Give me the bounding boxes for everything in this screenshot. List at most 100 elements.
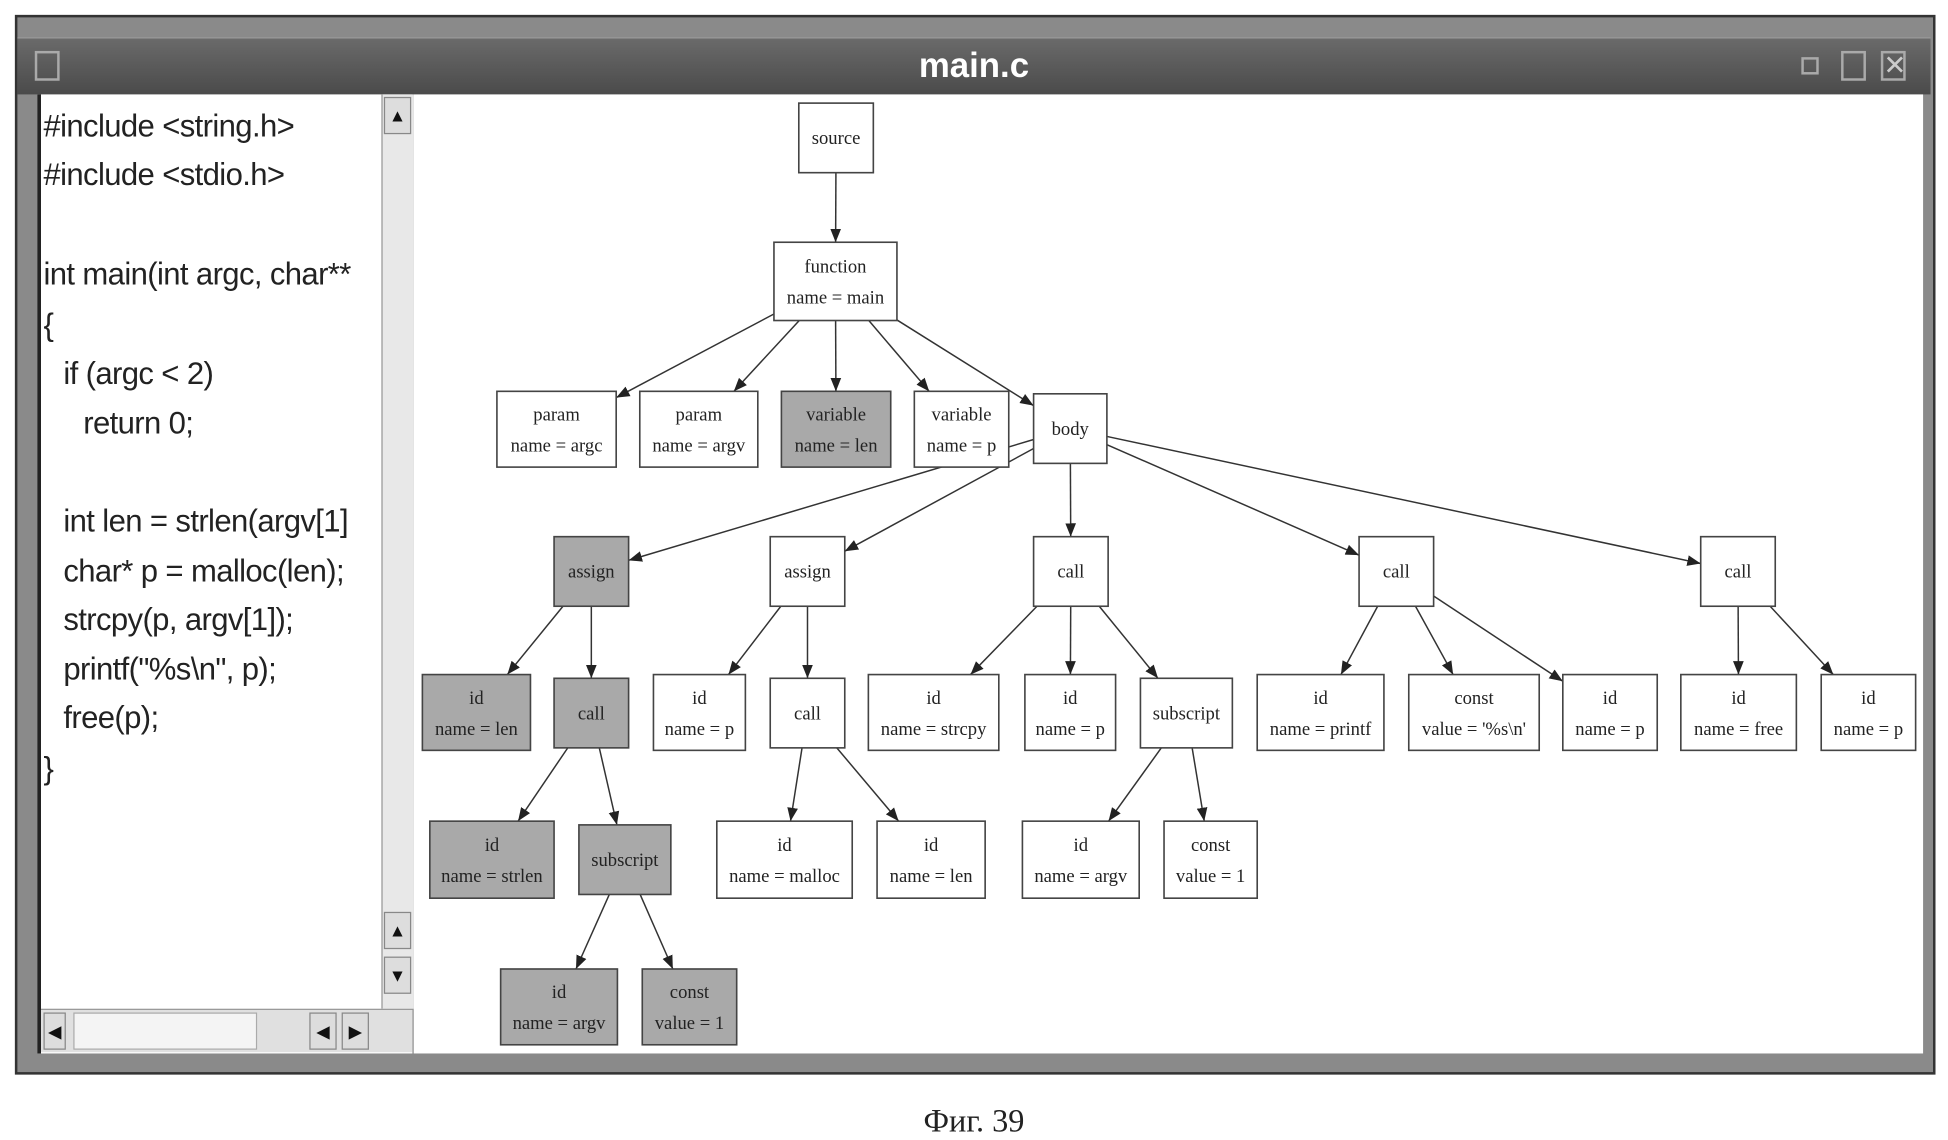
node-label: name = argv	[1034, 866, 1128, 887]
edge-call4-constfmt	[1415, 606, 1453, 674]
ast-node-param1[interactable]: paramname = argc	[497, 391, 616, 467]
code-line: return 0;	[83, 406, 193, 442]
node-label: name = argv	[652, 436, 746, 457]
scroll-left-button[interactable]: ◀	[309, 1012, 336, 1049]
ast-node-idp2[interactable]: id name = p	[1025, 675, 1116, 751]
node-label: variable	[806, 405, 866, 426]
horizontal-scrollbar[interactable]: ◀ ◀ ▶	[41, 1009, 412, 1052]
ast-node-function[interactable]: function name = main	[774, 242, 897, 320]
node-label: body	[1052, 419, 1090, 440]
window-title: main.c	[17, 46, 1930, 86]
ast-node-sub2[interactable]: subscript	[1140, 678, 1232, 748]
node-label: assign	[568, 562, 615, 583]
title-bar[interactable]: main.c ✕	[17, 37, 1930, 94]
ast-node-var2[interactable]: variablename = p	[914, 391, 1008, 467]
scroll-left-arrow-icon[interactable]: ◀	[43, 1012, 65, 1049]
node-label: function	[804, 257, 867, 278]
close-button[interactable]: ✕	[1881, 51, 1906, 81]
ast-graph-view[interactable]: sourcefunctionname = mainparamname = arg…	[414, 94, 1923, 1053]
node-label: id	[926, 688, 941, 709]
edge-call4-idp3	[1434, 596, 1563, 681]
node-label: param	[533, 405, 580, 426]
node-label: id	[924, 835, 939, 856]
ast-node-idprintf[interactable]: id name = printf	[1257, 675, 1384, 751]
edge-call4-idprintf	[1341, 606, 1378, 674]
scroll-up-button[interactable]: ▲	[384, 912, 411, 949]
node-label: name = p	[665, 719, 734, 740]
node-label: const	[670, 982, 710, 1003]
edge-sub2-idargv2	[1109, 748, 1162, 821]
node-label: subscript	[1153, 703, 1221, 724]
ast-graph: sourcefunctionname = mainparamname = arg…	[414, 94, 1923, 1053]
node-label: call	[1383, 562, 1410, 583]
ast-node-call4[interactable]: call	[1359, 537, 1434, 607]
node-label: id	[1861, 688, 1876, 709]
node-label: id	[1731, 688, 1746, 709]
code-line: int len = strlen(argv[1]	[63, 504, 348, 540]
scroll-right-button[interactable]: ▶	[342, 1012, 369, 1049]
node-label: id	[1313, 688, 1328, 709]
ast-node-source[interactable]: source	[799, 103, 874, 173]
scroll-thumb[interactable]	[73, 1012, 257, 1049]
vertical-scrollbar[interactable]: ▲ ▲ ▼	[381, 94, 413, 1008]
edge-call1-sub1	[599, 748, 617, 825]
node-label: name = len	[435, 719, 519, 740]
node-label: name = len	[890, 866, 974, 887]
node-label: id	[1063, 688, 1078, 709]
minimize-button[interactable]	[1801, 57, 1818, 74]
ast-node-idp4[interactable]: idname = p	[1821, 675, 1915, 751]
edge-call1-idstrlen	[518, 748, 568, 821]
ast-node-call5[interactable]: call	[1701, 537, 1776, 607]
figure-caption: Фиг. 39	[0, 1103, 1948, 1140]
ast-node-sub1[interactable]: subscript	[579, 825, 671, 895]
ast-node-call2[interactable]: call	[770, 678, 845, 748]
node-label: name = printf	[1270, 719, 1372, 740]
maximize-button[interactable]	[1841, 51, 1866, 81]
node-label: name = main	[787, 288, 885, 309]
ast-node-var1[interactable]: variable name = len	[781, 391, 890, 467]
node-label: name = p	[1575, 719, 1644, 740]
node-label: value = 1	[655, 1013, 724, 1034]
ast-node-constfmt[interactable]: constvalue = '%s\n'	[1409, 675, 1539, 751]
code-line: }	[43, 752, 53, 788]
ast-node-idlen2[interactable]: id name = len	[877, 821, 985, 898]
ast-node-body[interactable]: body	[1034, 394, 1107, 464]
node-label: name = strlen	[441, 866, 543, 887]
ast-node-idstrlen[interactable]: idname = strlen	[430, 821, 554, 898]
node-label: id	[469, 688, 484, 709]
node-label: call	[794, 703, 821, 724]
node-label: name = p	[1036, 719, 1105, 740]
node-label: source	[812, 128, 861, 149]
edge-sub1-const1	[640, 894, 673, 969]
code-line: if (argc < 2)	[63, 357, 213, 393]
node-label: call	[1057, 562, 1084, 583]
node-label: name = len	[795, 436, 879, 457]
code-editor[interactable]: #include <string.h>#include <stdio.h>int…	[37, 94, 412, 1053]
ast-node-param2[interactable]: paramname = argv	[640, 391, 758, 467]
ast-node-idlen[interactable]: id name = len	[422, 675, 530, 751]
ast-node-idstrcpy[interactable]: idname = strcpy	[868, 675, 998, 751]
node-label: value = '%s\n'	[1422, 719, 1526, 740]
edge-sub2-const2	[1192, 748, 1204, 821]
ast-node-assign2[interactable]: assign	[770, 537, 845, 607]
node-label: assign	[784, 562, 831, 583]
node-label: id	[1603, 688, 1618, 709]
ast-node-const2[interactable]: constvalue = 1	[1164, 821, 1257, 898]
scroll-up-arrow-icon[interactable]: ▲	[384, 97, 411, 134]
node-label: id	[692, 688, 707, 709]
edge-sub1-idargv1	[576, 894, 609, 969]
ast-node-call1[interactable]: call	[554, 678, 629, 748]
scroll-down-button[interactable]: ▼	[384, 957, 411, 994]
edge-function-param2	[734, 321, 799, 392]
ast-node-idargv2[interactable]: idname = argv	[1022, 821, 1139, 898]
ast-node-const1[interactable]: const value = 1	[642, 969, 736, 1045]
ast-node-idmalloc[interactable]: idname = malloc	[717, 821, 852, 898]
ast-node-idfree[interactable]: idname = free	[1681, 675, 1797, 751]
ast-node-idp1[interactable]: id name = p	[653, 675, 745, 751]
ast-node-assign1[interactable]: assign	[554, 537, 629, 607]
ast-node-idp3[interactable]: id name = p	[1563, 675, 1657, 751]
code-line: #include <string.h>	[43, 109, 294, 145]
node-label: call	[578, 703, 605, 724]
ast-node-idargv1[interactable]: idname = argv	[501, 969, 618, 1045]
ast-node-call3[interactable]: call	[1034, 537, 1109, 607]
